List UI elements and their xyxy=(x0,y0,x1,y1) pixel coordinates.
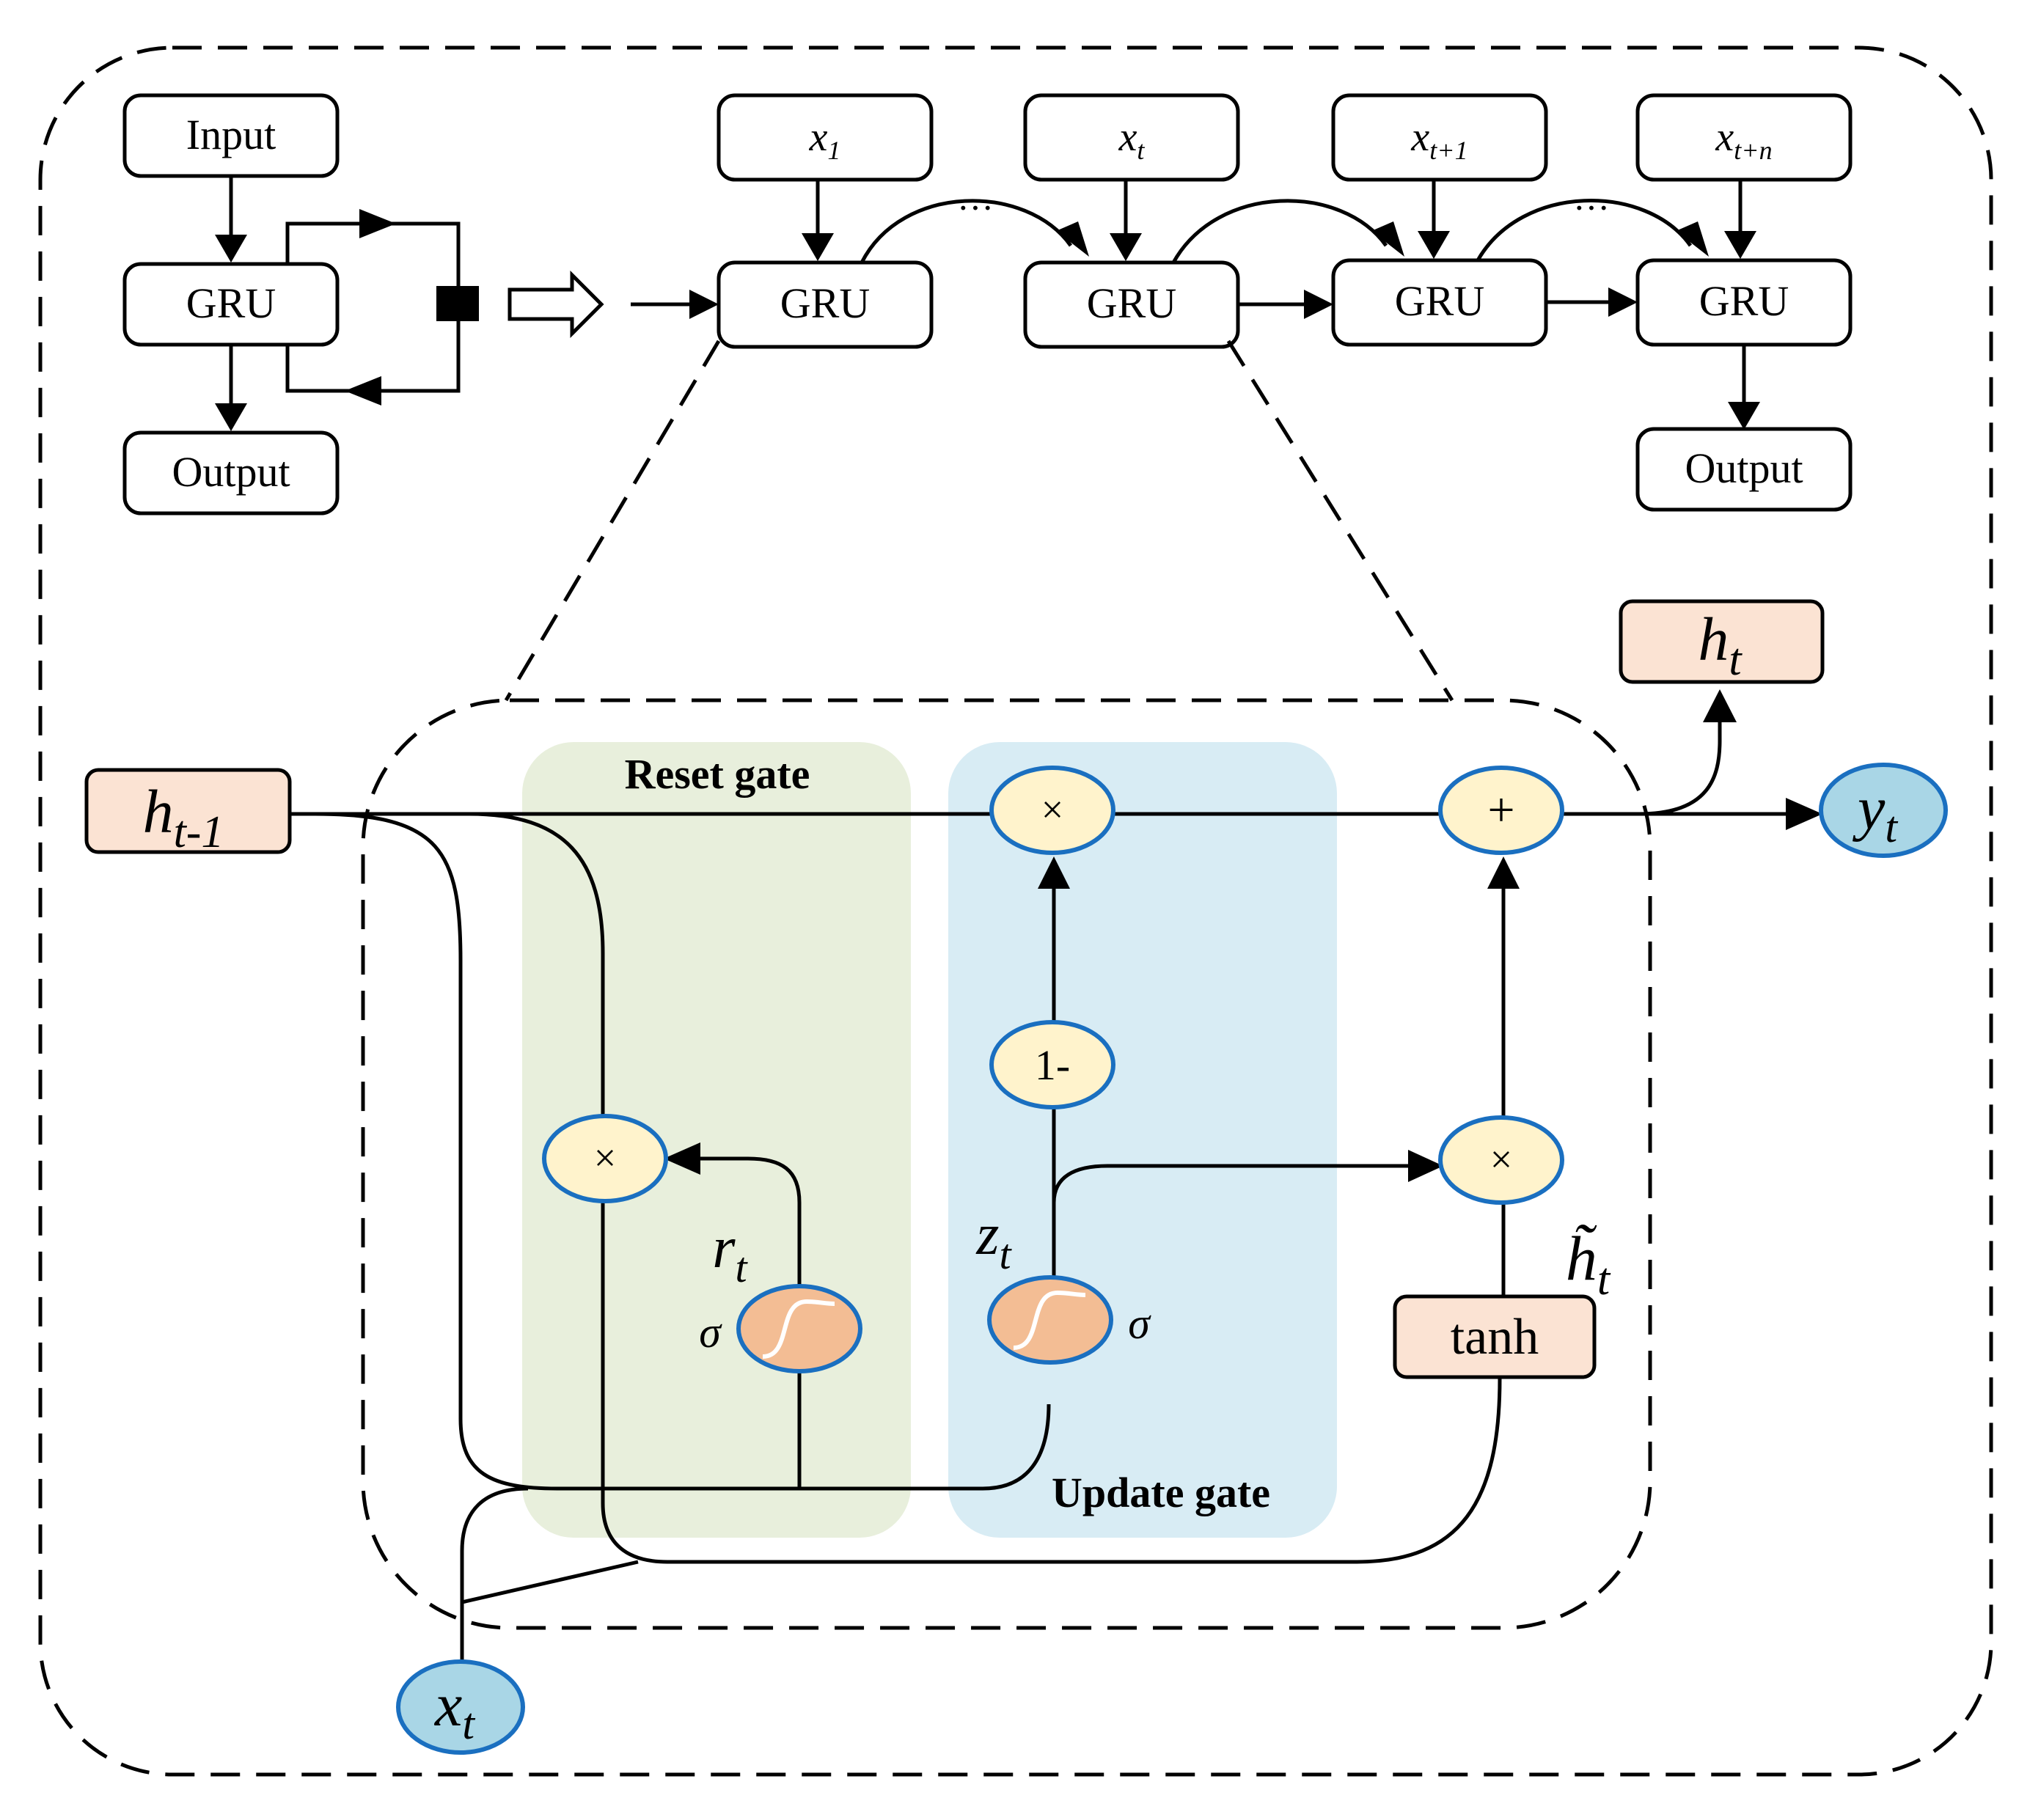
reset-multiply-node xyxy=(542,1114,668,1203)
tanh-box xyxy=(1393,1294,1597,1379)
z-to-candidate-mult xyxy=(1052,1164,1408,1203)
candidate-multiply-symbol: × xyxy=(1490,1137,1512,1181)
one-minus-node xyxy=(989,1020,1115,1109)
tanh-label: tanh xyxy=(1451,1309,1539,1365)
update-sigma: σ xyxy=(1128,1299,1151,1348)
output-box-unrolled xyxy=(1635,427,1853,512)
reset-multiply-symbol: × xyxy=(594,1136,616,1180)
input-node xyxy=(396,1659,525,1755)
top-multiply-symbol: × xyxy=(1041,788,1063,832)
candidate-label: h̃t xyxy=(1566,1223,1611,1305)
output-label-folded: Output xyxy=(172,448,290,496)
zt-label: zt xyxy=(975,1203,1012,1278)
unfold-arrow xyxy=(508,270,604,339)
loop-arrowhead-left xyxy=(345,376,381,406)
arrowhead xyxy=(1408,1150,1443,1182)
reset-gate-label: Reset gate xyxy=(625,750,810,798)
input-node-label: xt xyxy=(433,1671,475,1748)
reset-sigma: σ xyxy=(699,1308,722,1357)
top-multiply-node xyxy=(989,766,1115,855)
update-gate-label: Update gate xyxy=(1052,1469,1270,1516)
rt-label: rt xyxy=(712,1216,748,1291)
arrowhead xyxy=(1724,231,1756,259)
ellipsis-1: ··· xyxy=(957,187,994,228)
gru-cell: Reset gate Update gate xyxy=(290,689,1822,1665)
x1-box xyxy=(717,93,934,182)
sigmoid-curve-icon xyxy=(1013,1290,1086,1350)
arrowhead xyxy=(802,233,834,261)
x1-label: x1 xyxy=(809,114,841,165)
ellipsis-2: ··· xyxy=(1573,187,1610,228)
sigmoid-curve-icon xyxy=(762,1299,835,1359)
output-node xyxy=(1819,763,1948,858)
xt-bus xyxy=(460,1486,529,1665)
add-symbol: + xyxy=(1487,783,1514,837)
unrolled-gru: x1 xt xt+1 xt+n GRU GRU GRU GRU ··· xyxy=(631,93,1853,512)
prev-hidden-box xyxy=(84,768,292,854)
xt1-box xyxy=(1331,93,1548,182)
xt-label: xt xyxy=(1118,114,1146,165)
arrowhead xyxy=(1418,231,1450,259)
arrowhead xyxy=(1038,856,1070,889)
zoom-line-right xyxy=(1226,340,1454,702)
output-node-label: yt xyxy=(1852,774,1898,851)
output-box-folded xyxy=(122,430,340,515)
arrowhead xyxy=(215,403,247,431)
reset-mult-down xyxy=(601,1203,1502,1564)
candidate-multiply-node xyxy=(1438,1115,1564,1205)
delay-block xyxy=(436,286,479,321)
arrowhead xyxy=(1371,221,1404,257)
xt-diagonal xyxy=(461,1560,639,1604)
folded-gru: Input GRU Output xyxy=(122,93,604,515)
arrowhead xyxy=(1786,798,1822,830)
outer-frame xyxy=(38,45,1993,1777)
add-node xyxy=(1438,766,1564,855)
loop-arrowhead-right xyxy=(359,209,396,238)
update-sigmoid-node xyxy=(987,1275,1113,1365)
arrowhead xyxy=(1608,287,1638,317)
xtn-label: xt+n xyxy=(1715,114,1772,165)
update-gate-region xyxy=(948,742,1337,1538)
hidden-down-loop xyxy=(315,812,1051,1491)
rt-to-reset xyxy=(700,1156,802,1287)
arrowhead xyxy=(664,1142,700,1175)
gru-label-3: GRU xyxy=(1395,277,1484,325)
arrowhead xyxy=(1487,856,1520,889)
reset-sigmoid-node xyxy=(736,1284,862,1373)
curve-3-to-4 xyxy=(1476,199,1693,262)
arrowhead xyxy=(1676,221,1709,257)
gru-label-2: GRU xyxy=(1087,279,1176,327)
hidden-out-box xyxy=(1619,599,1825,684)
output-label-unrolled: Output xyxy=(1685,444,1803,492)
arrowhead xyxy=(1703,689,1737,722)
curve-1-to-2 xyxy=(860,199,1073,264)
gru-label-1: GRU xyxy=(780,279,870,327)
hidden-to-reset xyxy=(469,812,605,1126)
zoom-line-left xyxy=(504,340,721,702)
prev-hidden-label: ht-1 xyxy=(143,778,224,857)
arrowhead xyxy=(1304,290,1333,319)
xt1-label: xt+1 xyxy=(1410,114,1467,165)
arrowhead xyxy=(215,235,247,263)
xt-box xyxy=(1023,93,1240,182)
arrowhead xyxy=(689,290,719,319)
ht-branch xyxy=(1638,708,1722,816)
gru-label-folded: GRU xyxy=(186,279,276,327)
arrowhead xyxy=(1110,233,1142,261)
arrowhead xyxy=(1728,402,1760,430)
one-minus-symbol: 1- xyxy=(1035,1041,1070,1089)
gru-label-4: GRU xyxy=(1699,277,1789,325)
input-label: Input xyxy=(186,111,276,158)
xtn-box xyxy=(1635,93,1853,182)
curve-2-to-3 xyxy=(1171,199,1388,264)
hidden-out-label: ht xyxy=(1698,606,1743,685)
arrowhead xyxy=(1056,221,1089,257)
gru-box-1 xyxy=(717,260,934,349)
